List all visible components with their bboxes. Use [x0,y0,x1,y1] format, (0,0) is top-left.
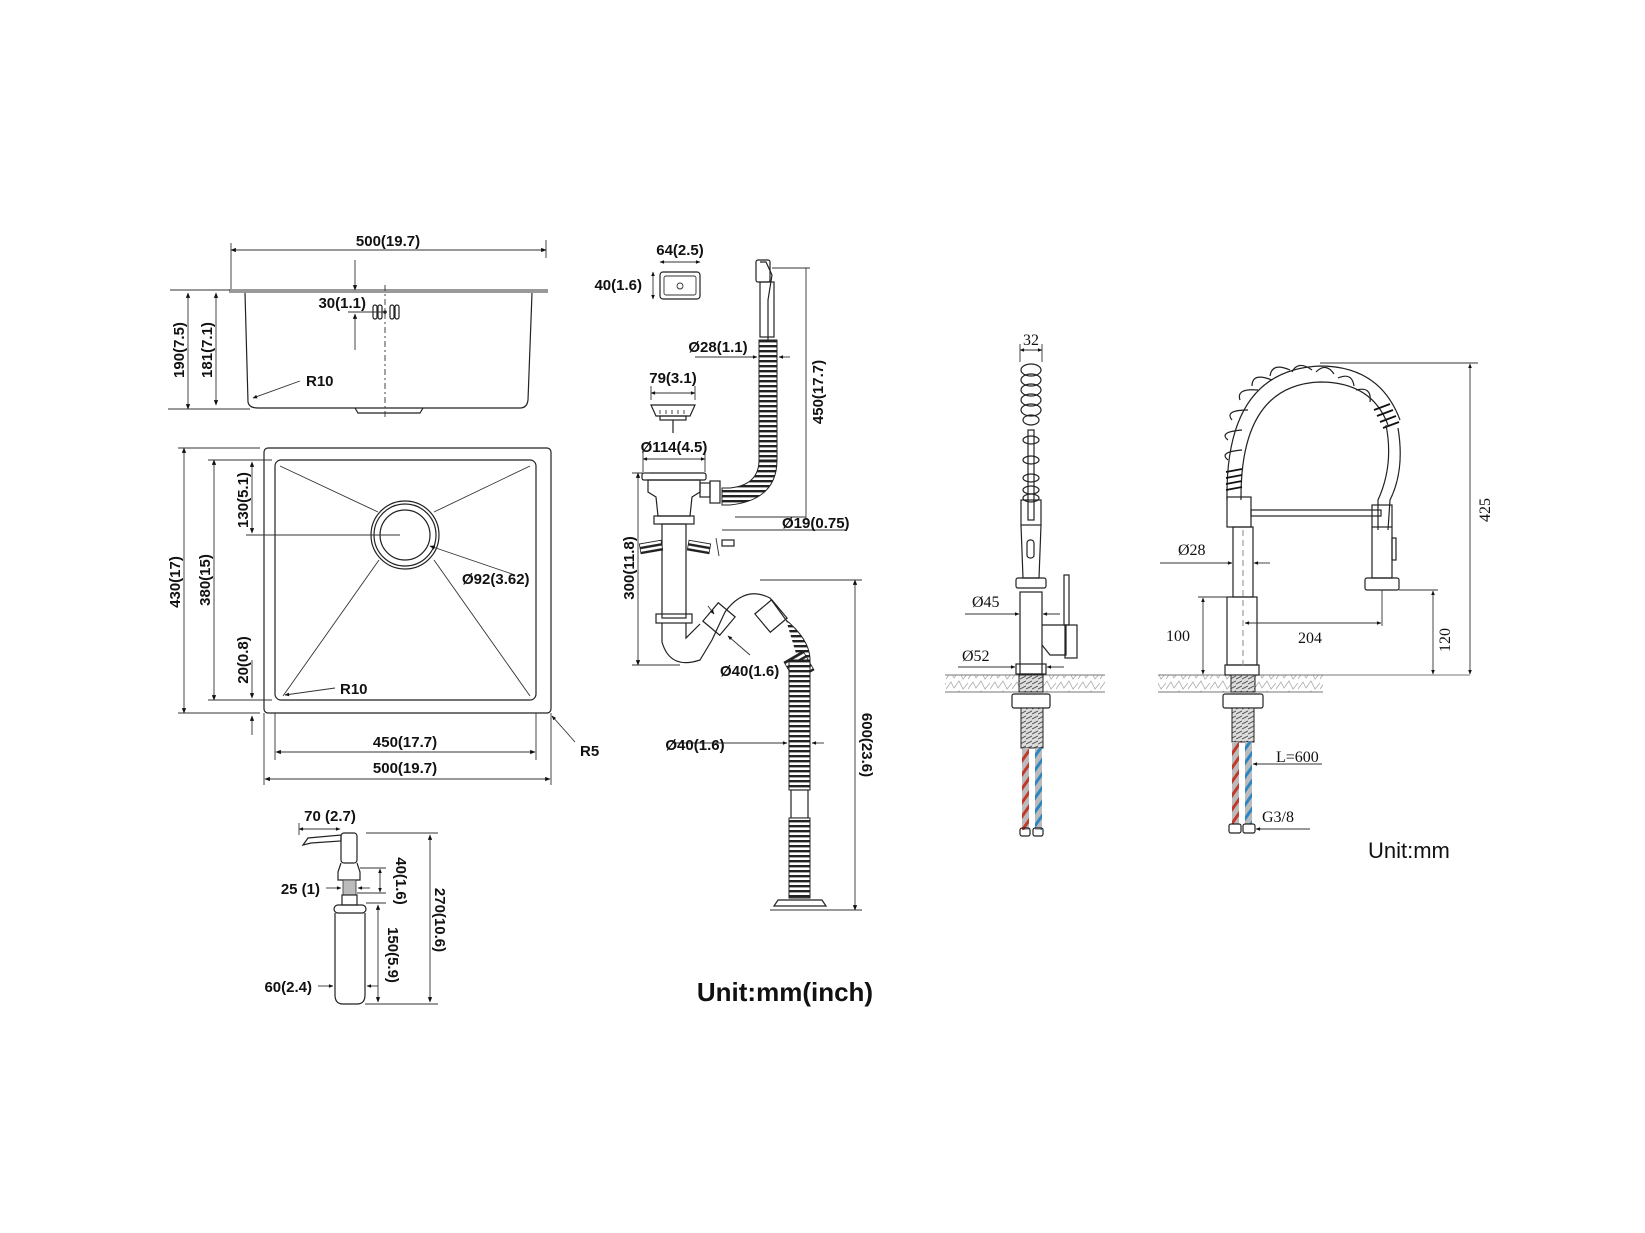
units-label-metric: Unit:mm [1368,838,1450,863]
g38-connector-cold [1242,823,1256,834]
soap-dispenser: 70 (2.7) 270(10.6) 40(1.6) 150(5.9) 25 (… [264,808,448,1005]
cold-water-hose-front [1245,742,1252,824]
front-ledge-label: 20(0.8) [235,636,252,684]
connection-thread-label: G3/8 [1262,809,1294,826]
top-corner-radius-label: R10 [340,681,368,698]
drain-kit: 64(2.5) 40(1.6) 450(17.7) Ø28(1.1) 79(3.… [594,242,875,911]
soap-total-height-label: 270(10.6) [431,888,448,952]
sink-side-view: 500(19.7) 30(1.1) 190(7.5) 181(7.1) R10 [168,233,548,420]
overflow-cover [659,271,701,300]
soap-neck-height-label: 40(1.6) [392,857,409,905]
soap-bottle-height-label: 150(5.9) [384,927,401,983]
overflow-width-label: 64(2.5) [656,242,704,259]
drain-hose [788,659,811,791]
hose-length-label: L=600 [1276,749,1319,766]
sink-bowl-depth-label: 181(7.1) [199,322,216,378]
bowl-width-label: 450(17.7) [373,734,437,751]
strainer-basket [650,404,696,417]
hot-water-hose-front [1232,742,1239,824]
trap-pipe-diameter-label: Ø40(1.6) [720,663,779,680]
drain-diameter-label: Ø92(3.62) [462,571,530,588]
cold-water-hose-side [1035,748,1042,830]
faucet-base-diameter-label: Ø52 [962,648,990,665]
hot-water-hose-side [1022,748,1029,830]
soap-bottle-cap [333,904,367,914]
sink-top-view: Ø92(3.62) 430(17) 380(15) 130(5.1) 20(0.… [167,447,599,785]
sink-side-width-label: 500(19.7) [356,233,420,250]
soap-bottle-diameter-label: 60(2.4) [264,979,312,996]
spring-arch [1226,365,1401,501]
drain-hose-end [772,899,828,907]
sink-rim [229,289,548,293]
soap-spout-reach-label: 70 (2.7) [304,808,356,825]
drain-hose-diameter-label: Ø40(1.6) [665,737,724,754]
soap-neck-diameter-label: 25 (1) [281,881,320,898]
spout-bar [1250,509,1382,517]
base-height-label: 100 [1166,628,1190,645]
side-corner-radius-label: R10 [306,373,334,390]
spout-reach-label: 204 [1298,630,1322,647]
g38-connector-hot [1228,823,1242,834]
sink-top-overall-width-label: 500(19.7) [373,760,437,777]
spray-head [1364,577,1400,591]
faucet-front-view: Ø28 100 204 120 425 L=600 G3/8 [1158,362,1494,834]
drain-offset-label: 30(1.1) [318,295,366,312]
units-label-metric-imperial: Unit:mm(inch) [697,977,873,1007]
overflow-height-label: 40(1.6) [594,277,642,294]
trap-height-label: 300(11.8) [621,536,638,599]
side-inlet-diameter-label: Ø19(0.75) [782,515,850,532]
drain-position-label: 130(5.1) [235,472,252,528]
spring-coil-side [1020,363,1042,503]
spout-height-label: 120 [1437,628,1454,652]
strainer-flange-diameter-label: Ø114(4.5) [641,439,708,456]
sink-bowl-profile [244,292,533,409]
sink-overall-depth-label: 190(7.5) [171,322,188,378]
soap-spout [301,834,342,846]
sink-outer-outline [263,447,552,714]
column-diameter-label: Ø28 [1178,542,1206,559]
faucet-body-diameter-label: Ø45 [972,594,1000,611]
faucet-base [1226,596,1258,666]
strainer-flange [641,472,707,481]
overflow-hose [758,339,778,461]
outer-corner-radius-label: R5 [580,743,599,760]
sink-bowl-outline [274,459,537,701]
drain-hose-length-label: 600(23.6) [858,713,875,777]
soap-bottle [334,913,366,1005]
strainer-basket-diameter-label: 79(3.1) [649,370,697,387]
trap-tailpiece [661,523,687,619]
overflow-hose-diameter-label: Ø28(1.1) [688,339,747,356]
faucet-column-top [1226,496,1252,528]
sink-top-overall-depth-label: 430(17) [167,556,184,608]
spring-coil-front [1224,364,1400,491]
total-height-label: 425 [1477,498,1494,522]
faucet-side-view: 32 Ø45 Ø52 [945,332,1105,837]
sink-top-bowl-depth-label: 380(15) [197,554,214,606]
spray-head-width-label: 32 [1023,332,1039,349]
overflow-hose-length-label: 450(17.7) [810,360,827,424]
faucet-body-side [1019,591,1043,675]
